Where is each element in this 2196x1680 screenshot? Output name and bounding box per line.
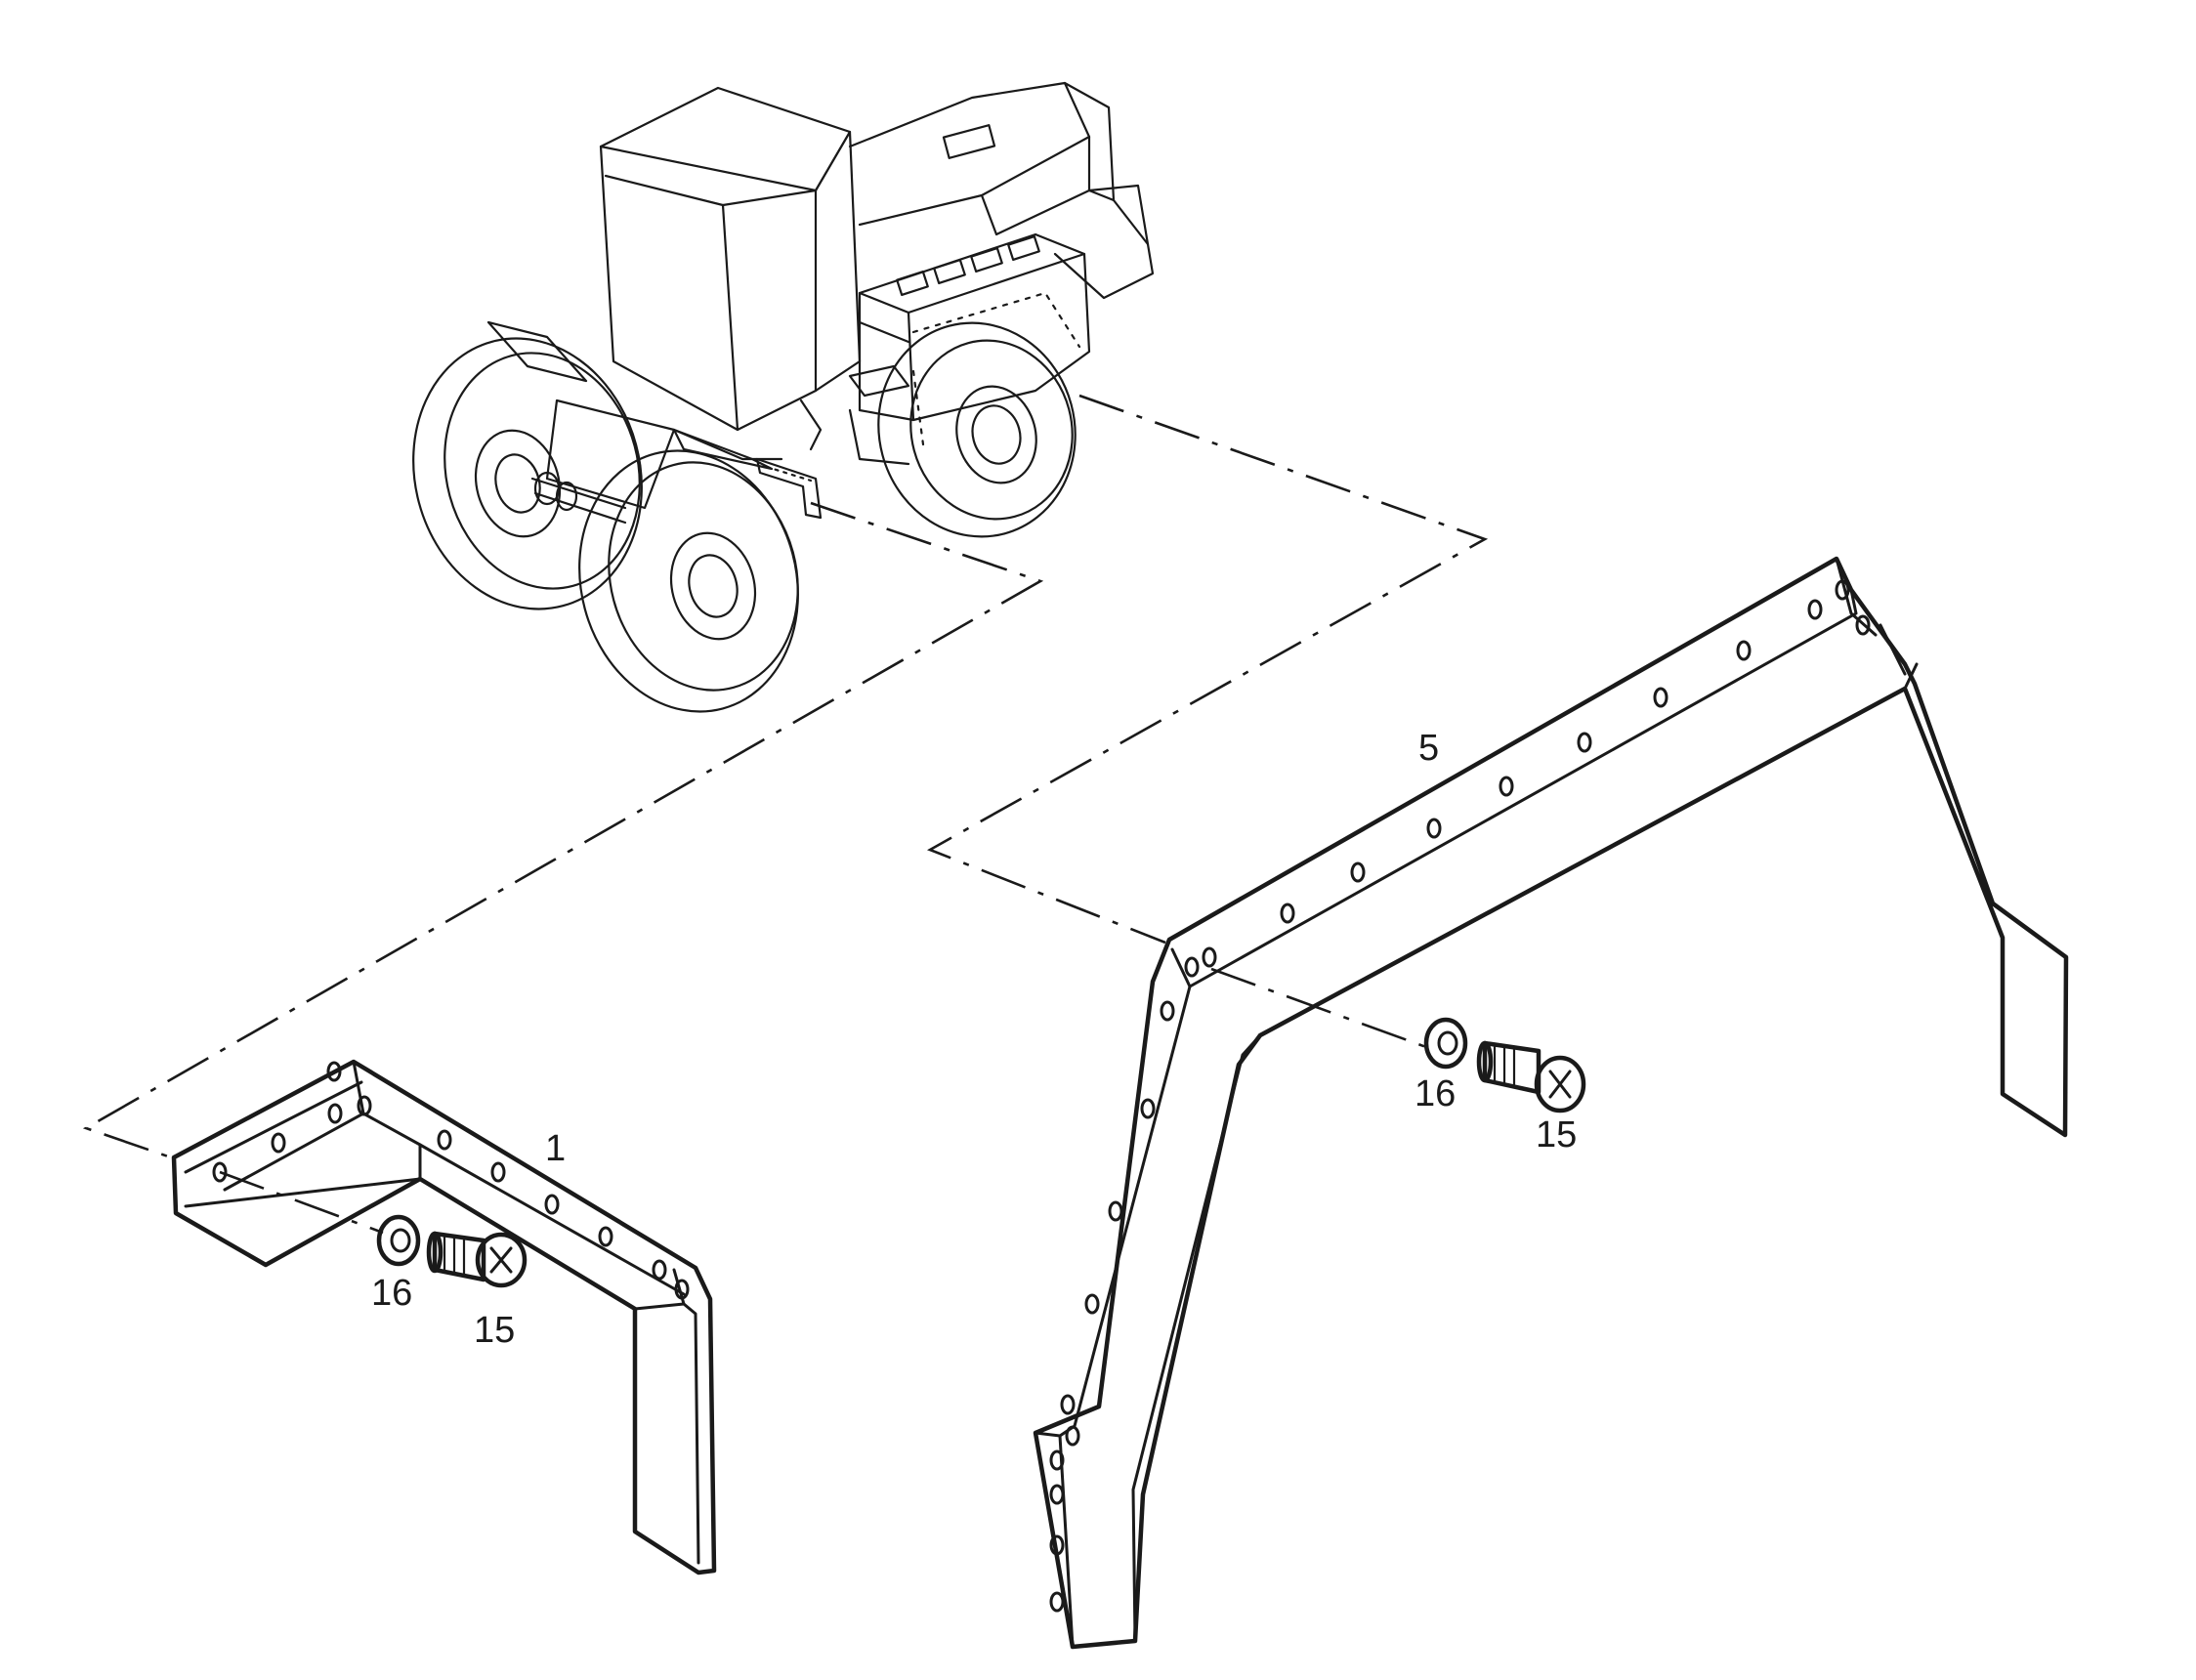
- callout-bolt-right: 15: [1536, 1114, 1577, 1155]
- left-fender-bracket: [171, 1059, 717, 1575]
- tractor-illustration: [412, 81, 1155, 713]
- callout-washer-right: 16: [1415, 1073, 1456, 1114]
- bolt-icon: [1476, 1040, 1586, 1113]
- callout-washer-left: 16: [371, 1273, 412, 1314]
- callout-bolt-left: 15: [474, 1310, 515, 1351]
- bolt-icon: [426, 1231, 528, 1288]
- washer-icon: [1423, 1017, 1468, 1070]
- washer-icon: [376, 1214, 421, 1267]
- leader-lines: [82, 394, 1489, 1235]
- right-fender-arch: [1033, 556, 2069, 1650]
- callout-part-1: 1: [545, 1128, 566, 1169]
- callout-part-5: 5: [1418, 728, 1439, 769]
